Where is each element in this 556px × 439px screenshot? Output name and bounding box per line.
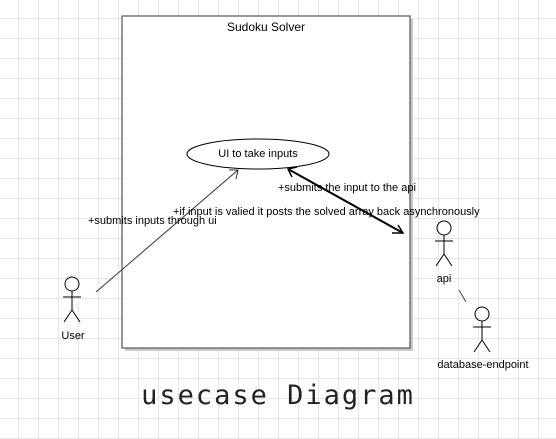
use-case-label: UI to take inputs xyxy=(218,148,298,160)
api-actor-name: api xyxy=(436,273,452,285)
api-actor-figure[interactable] xyxy=(435,220,453,267)
user-actor-left-leg xyxy=(63,309,73,323)
api-actor-right-leg xyxy=(443,253,453,267)
diagram-caption: usecase Diagram xyxy=(141,380,415,411)
user-actor-name: User xyxy=(61,330,85,342)
api-actor-head xyxy=(436,220,452,236)
api-association-arrowhead-start xyxy=(286,166,298,178)
system-boundary[interactable] xyxy=(121,15,411,349)
api-to-ui-message: +if input is valied it posts the solved … xyxy=(173,206,480,218)
database-actor-left-leg xyxy=(473,339,483,353)
api-association-line[interactable] xyxy=(287,168,404,234)
user-actor-figure[interactable] xyxy=(63,276,81,323)
ui-to-api-message: +submits the input to the api xyxy=(278,182,416,194)
database-actor-figure[interactable] xyxy=(473,306,491,353)
user-association-line[interactable] xyxy=(95,169,239,293)
api-actor-left-leg xyxy=(435,253,445,267)
user-to-ui-message: +submits inputs through ui xyxy=(88,215,217,227)
system-title: Sudoku Solver xyxy=(226,20,306,34)
api-database-link[interactable] xyxy=(458,289,467,303)
database-actor-head xyxy=(474,306,490,322)
user-actor-head xyxy=(64,276,80,292)
database-actor-right-leg xyxy=(481,339,491,353)
user-association-arrowhead xyxy=(229,169,239,180)
use-case-ellipse[interactable] xyxy=(186,138,330,170)
database-actor-name: database-endpoint xyxy=(437,359,529,371)
user-actor-right-leg xyxy=(71,309,81,323)
api-association-arrowhead-end xyxy=(392,224,405,234)
